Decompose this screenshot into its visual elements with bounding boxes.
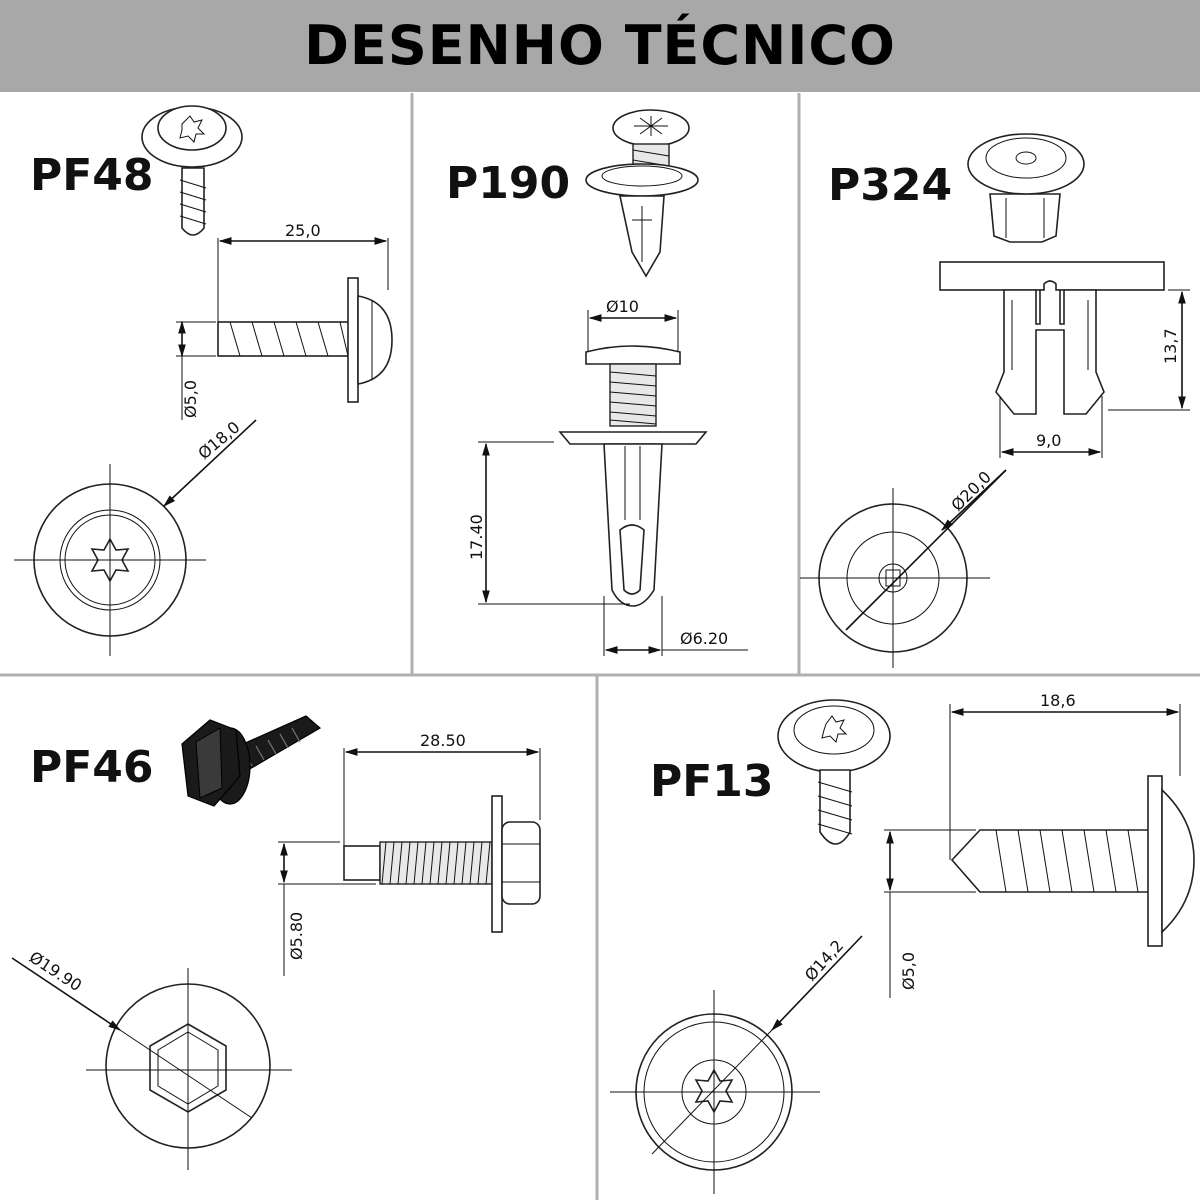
p190-photo: [585, 109, 699, 278]
dim-pf46-thread: Ø5.80: [287, 912, 306, 960]
dim-p324-height: 13,7: [1161, 328, 1180, 364]
header-bar: [0, 0, 1200, 92]
dim-pf48-head: Ø18,0: [194, 418, 243, 464]
dim-pf13-thread: Ø5,0: [899, 952, 918, 990]
panel-pf48: PF48 25,0 Ø5,0: [14, 105, 393, 656]
part-code-p324: P324: [828, 160, 952, 211]
dim-pf46-head: Ø19.90: [26, 947, 85, 995]
part-code-pf48: PF48: [30, 150, 154, 201]
p190-side-view: [558, 345, 708, 607]
p324-photo: [967, 133, 1085, 243]
pf46-photo: [181, 715, 322, 807]
dim-p190-head: Ø10: [606, 297, 639, 316]
pf13-front-view: [610, 990, 820, 1194]
panel-p324: P324 13,7 9,0 Ø2: [800, 133, 1190, 668]
pf48-screw-photo: [141, 105, 243, 236]
p324-front-view: [800, 488, 990, 668]
dim-p190-body: Ø6.20: [680, 629, 728, 648]
dim-pf48-length: 25,0: [285, 221, 321, 240]
pf48-front-view: [14, 464, 206, 656]
p324-side-view: [939, 261, 1165, 415]
panel-pf46: PF46 28.50 Ø5.80: [11, 715, 541, 1170]
panel-p190: P190 Ø10 17.40: [446, 109, 748, 656]
dim-p324-head: Ø20,0: [947, 467, 995, 515]
pf48-side-view: [217, 277, 393, 403]
dim-p190-length: 17.40: [467, 514, 486, 560]
pf13-side-view: [950, 775, 1195, 947]
dim-pf13-head: Ø14,2: [801, 936, 847, 985]
part-code-p190: P190: [446, 158, 570, 209]
page-title: DESENHO TÉCNICO: [304, 14, 896, 77]
pf46-side-view: [343, 795, 541, 933]
pf46-front-view: [86, 968, 292, 1170]
pf13-photo: [777, 699, 891, 845]
dim-pf46-length: 28.50: [420, 731, 466, 750]
part-code-pf13: PF13: [650, 756, 774, 807]
part-code-pf46: PF46: [30, 742, 154, 793]
dim-pf13-length: 18,6: [1040, 691, 1076, 710]
panel-pf13: PF13 18,6 Ø5,0: [610, 691, 1195, 1194]
dim-pf48-thread: Ø5,0: [181, 380, 200, 418]
dim-p324-width: 9,0: [1036, 431, 1061, 450]
